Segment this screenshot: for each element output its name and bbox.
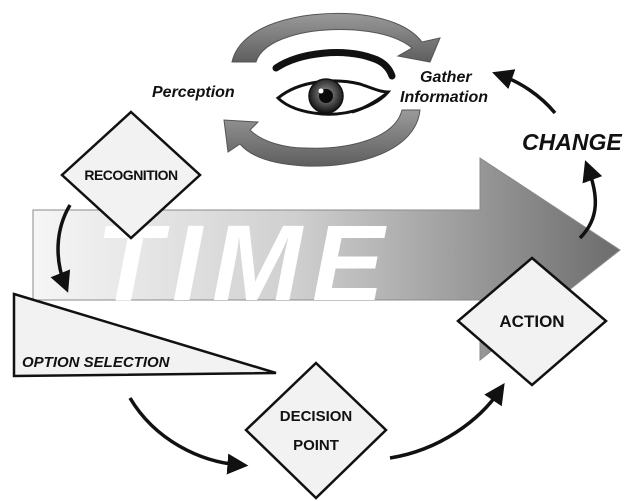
recognition-label: RECOGNITION	[84, 167, 178, 183]
option-selection-label: OPTION SELECTION	[22, 354, 171, 371]
eye-icon	[272, 49, 396, 116]
upper-cycle-arrow	[231, 12, 441, 63]
lower-cycle-arrow	[223, 109, 421, 167]
action-label: ACTION	[499, 312, 564, 331]
recognition-node: RECOGNITION	[60, 110, 202, 240]
action-node: ACTION	[456, 256, 608, 387]
decision-label-line2: POINT	[293, 437, 339, 454]
gather-information-label-line1: Gather	[420, 69, 472, 86]
action-to-change-arrow	[578, 160, 603, 240]
perception-label: Perception	[152, 84, 235, 101]
decision-point-node: DECISION POINT	[244, 361, 388, 500]
flow-arrows	[50, 69, 603, 475]
change-to-gather-arrow	[492, 69, 557, 115]
change-label: CHANGE	[522, 129, 622, 155]
recognition-to-option-arrow	[50, 204, 72, 293]
perception-cycle	[223, 12, 441, 167]
option-to-decision-arrow	[128, 397, 249, 475]
option-selection-node: OPTION SELECTION	[12, 292, 277, 378]
decision-to-action-arrow	[389, 383, 505, 460]
gather-information-label-line2: Information	[400, 89, 488, 106]
decision-label-line1: DECISION	[280, 408, 353, 425]
